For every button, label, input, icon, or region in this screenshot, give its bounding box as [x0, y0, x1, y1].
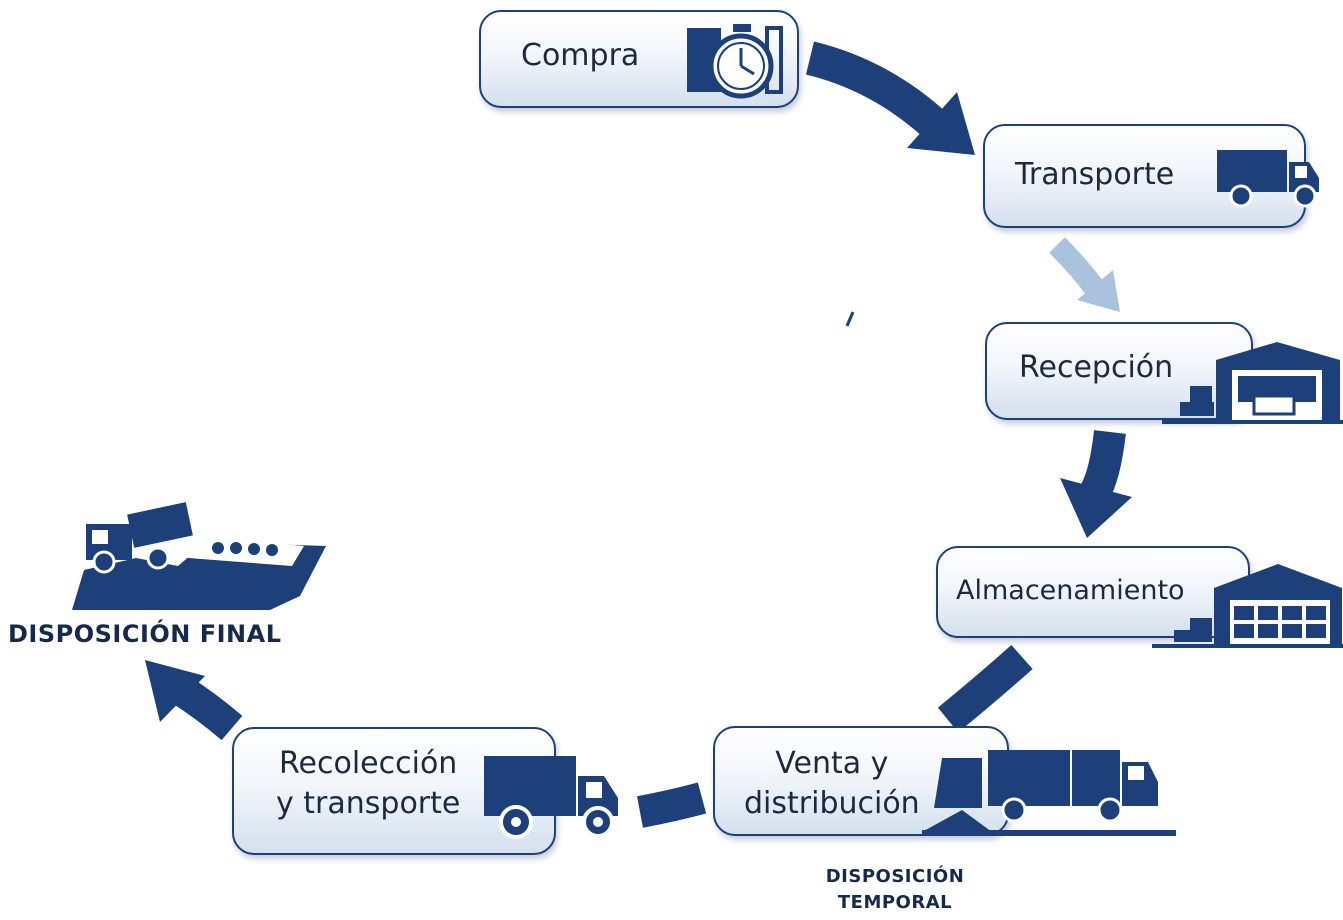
stage-almacenamiento-label: Almacenamiento: [956, 575, 1185, 606]
caption-disposicion-temporal: DISPOSICIÓN TEMPORAL: [800, 864, 990, 916]
stage-venta-line2: distribución: [744, 786, 920, 821]
caption-disposicion-final: DISPOSICIÓN FINAL: [8, 620, 282, 648]
caption-temporal-line2: TEMPORAL: [837, 892, 953, 913]
stage-recepcion-label: Recepción: [1019, 350, 1174, 385]
arrow-head-recepcion-almacenamiento: [1060, 478, 1132, 538]
trucks-icon: [922, 750, 1176, 836]
stage-recepcion: [985, 322, 1253, 420]
stopwatch-icon: [687, 24, 783, 99]
stage-recoleccion-label: Recolección y transporte: [276, 744, 460, 824]
arrow-head-compra-transporte: [907, 92, 975, 155]
arrow-compra-transporte: [805, 41, 947, 138]
caption-temporal-line1: DISPOSICIÓN: [825, 866, 965, 887]
stage-transporte-label: Transporte: [1015, 157, 1175, 192]
stage-venta-line1: Venta y: [775, 746, 889, 781]
landfill-icon: [72, 502, 326, 610]
warehouse-icon: [1162, 342, 1343, 424]
stage-recoleccion-line2: y transporte: [276, 786, 461, 821]
arrow-venta-recoleccion: [637, 782, 707, 828]
arrow-recepcion-almacenamiento: [1080, 430, 1126, 501]
stray-mark: [845, 311, 855, 327]
arrow-head-recoleccion-final: [145, 660, 205, 722]
stage-compra-label: Compra: [521, 38, 640, 73]
arrow-almacenamiento-venta: [937, 645, 1033, 733]
arrow-head-transporte-recepcion: [1077, 270, 1120, 312]
arrow-transporte-recepcion: [1049, 237, 1105, 297]
stage-recoleccion-line1: Recolección: [279, 746, 458, 781]
stage-venta-label: Venta y distribución: [744, 744, 920, 824]
warehouse-icon: [1152, 564, 1343, 648]
truck-icon: [1217, 150, 1319, 208]
truck-icon: [484, 756, 618, 839]
